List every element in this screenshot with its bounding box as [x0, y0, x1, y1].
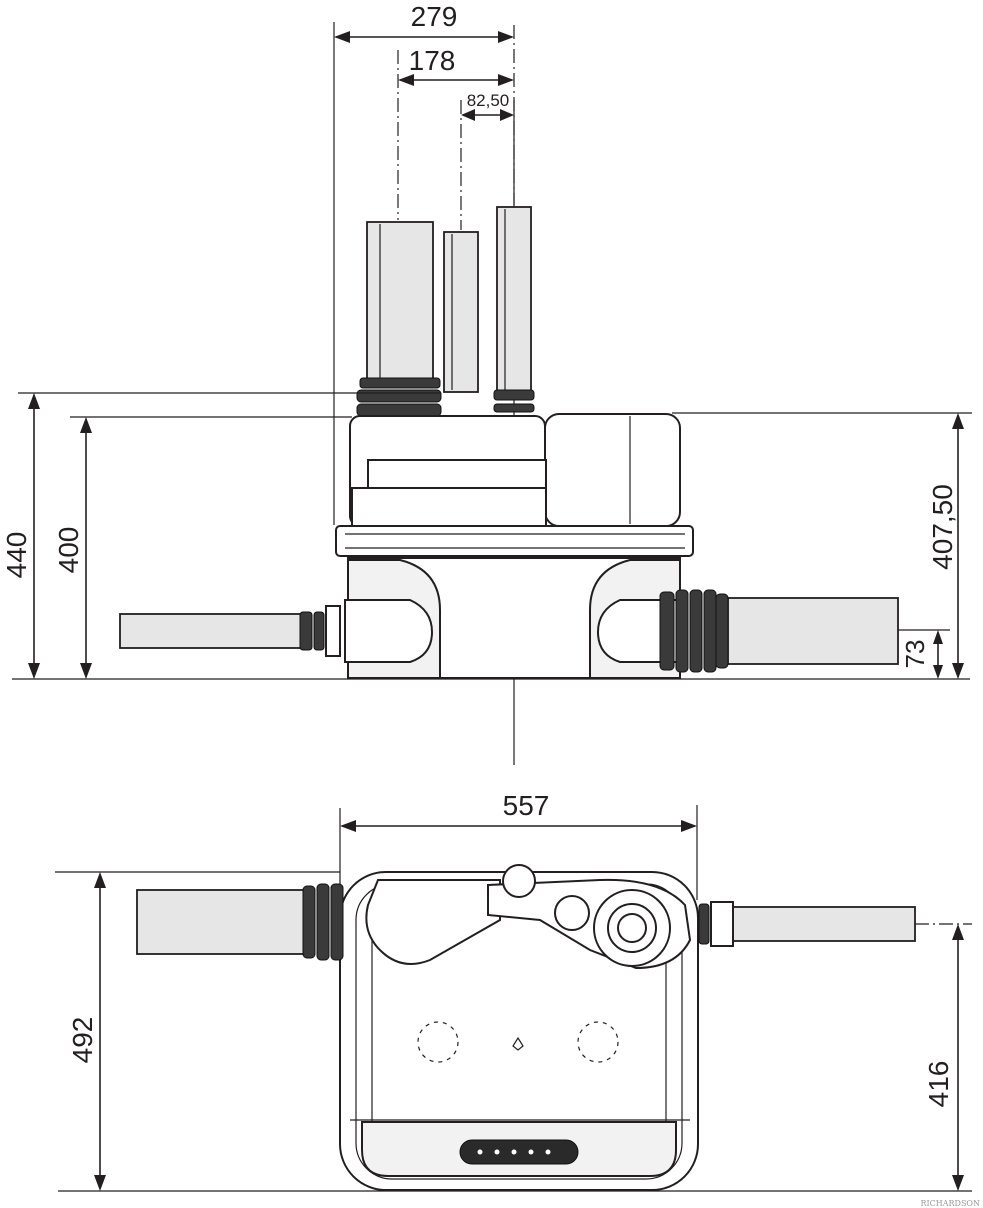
pipe-seal [356, 389, 442, 403]
housing-base-top [351, 487, 547, 527]
coupling-left [325, 605, 341, 657]
watermark: RICHARDSON [920, 1199, 980, 1208]
dimension-label-416: 416 [923, 1061, 954, 1108]
arrowhead [334, 31, 350, 43]
pipe-seal [299, 611, 313, 651]
coupling-right [710, 901, 734, 947]
dimension-label-8250: 82,50 [467, 91, 510, 110]
outlet-pipe-plan-right [732, 906, 916, 942]
arrowhead [80, 417, 92, 433]
pipe-seal [330, 883, 344, 961]
dimension-label-440: 440 [1, 532, 32, 579]
arrowhead [500, 109, 514, 121]
pipe-seal [313, 611, 325, 651]
arrowhead [461, 109, 475, 121]
arrowhead [498, 31, 514, 43]
inlet-pipe-large [366, 221, 434, 383]
inlet-pipe-plan-left [136, 889, 308, 955]
arrowhead [933, 630, 943, 644]
pipe-seal [698, 903, 710, 945]
pipe-seal [493, 389, 535, 401]
arrowhead [498, 74, 514, 86]
pipe-seal [715, 593, 729, 669]
inlet-pipe-right [727, 597, 899, 665]
arrowhead [80, 663, 92, 679]
pipe-seal [316, 883, 330, 961]
plan-view: 557 [55, 790, 972, 1192]
dimension-label-279: 279 [411, 1, 458, 32]
dimension-label-40750: 407,50 [927, 484, 958, 570]
dimension-label-400: 400 [53, 527, 84, 574]
pipe-seal [703, 589, 717, 673]
arrowhead [933, 665, 943, 679]
indicator-light [528, 1149, 534, 1155]
indicator-light [494, 1149, 500, 1155]
dimension-label-557: 557 [503, 790, 550, 821]
arrowhead [952, 1175, 964, 1191]
mount-mark-left [417, 1021, 459, 1063]
arrowhead [952, 663, 964, 679]
pipe-seal [359, 377, 441, 389]
arrowhead [681, 820, 697, 832]
arrowhead [952, 924, 964, 940]
inlet-channel [365, 879, 501, 965]
pipe-seal [302, 885, 316, 959]
pipe-seal [356, 403, 442, 417]
indicator-light [511, 1149, 517, 1155]
dimension-label-178: 178 [409, 45, 456, 76]
vent-pipe [496, 206, 532, 393]
pipe-seal [659, 591, 675, 671]
drop-mark [512, 1036, 524, 1051]
outlet-pipe-left [119, 613, 306, 649]
lid-rim [335, 525, 694, 557]
arrowhead [398, 74, 414, 86]
inlet-port-small [554, 895, 590, 931]
mount-mark-right [577, 1021, 619, 1063]
pipe-seal [675, 589, 689, 673]
elevation-view: 279 178 82,50 [1, 1, 972, 765]
control-panel [459, 1139, 579, 1165]
arrowhead [340, 820, 356, 832]
motor-cover [544, 413, 681, 527]
left-elbow [344, 599, 434, 663]
arrowhead [28, 393, 40, 409]
pipe-seal [689, 589, 703, 673]
indicator-light [545, 1149, 551, 1155]
inlet-port-center [617, 913, 647, 943]
arrowhead [952, 413, 964, 429]
pipe-seal [493, 403, 535, 413]
housing-band [367, 459, 547, 489]
dimension-label-492: 492 [67, 1017, 98, 1064]
vent-port [502, 864, 536, 898]
arrowhead [94, 1175, 106, 1191]
arrowhead [28, 663, 40, 679]
indicator-light [477, 1149, 483, 1155]
inlet-pipe-medium [443, 231, 479, 393]
arrowhead [94, 872, 106, 888]
dimension-label-73: 73 [900, 640, 930, 669]
